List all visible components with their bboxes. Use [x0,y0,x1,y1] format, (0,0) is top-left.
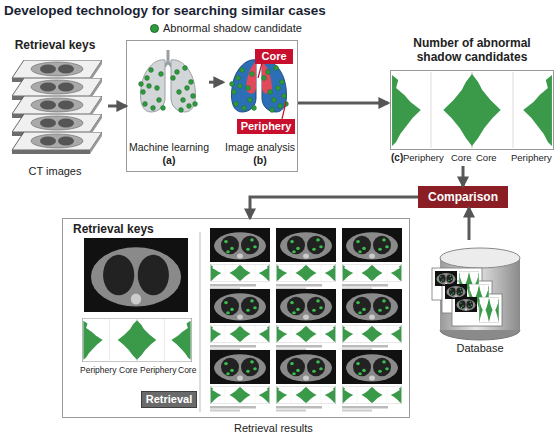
node-text: Periphery [237,119,295,134]
arrow-connector [462,166,465,186]
arrow-connector [468,208,471,240]
label-text: Periphery [140,365,176,375]
arrow-connector [298,102,388,105]
label-text: (c) [391,152,403,163]
node-text: CT images [2,165,108,177]
node-text: Number of abnormal shadow candidates [394,36,550,64]
diagram-title: Developed technology for searching simil… [4,3,326,18]
node-text: Retrieval [142,392,196,407]
label-text: Retrieval results [234,422,313,434]
legend-swatch [150,24,159,33]
histogram-panel: Number of abnormal shadow candidates [388,36,556,166]
node-text: Core [255,49,293,64]
label-text: Periphery [403,152,444,163]
node-text: (a) [129,154,209,166]
node-text: Retrieval keys [73,222,213,236]
periphery-tag: Periphery [237,119,295,134]
comparison-box: Comparison [418,186,508,208]
machine-learning-lungs: Machine learning(a) [129,45,209,169]
node-text: Database [430,342,530,354]
core-tag: Core [255,49,293,64]
legend-text: Abnormal shadow candidate [163,22,302,34]
node-text: Comparison [418,186,508,208]
label-text: Core [451,152,472,163]
label-text: Periphery [511,152,552,163]
ct-image-stack: Retrieval keys CT images [2,38,108,183]
retrieval-button: Retrieval [141,391,197,408]
arrow-connector [209,81,223,84]
node-text: Retrieval keys [2,38,108,52]
arrow-connector [250,197,418,218]
node-text: Machine learning [129,141,209,153]
arrow-connector [108,105,126,108]
analysis-panel: Machine learning(a) Image analysis(b) Core… [126,40,298,172]
label-text: Core [178,365,196,375]
node-text: (b) [223,154,297,166]
database-cylinder: Database [430,240,530,358]
label-text: Periphery [80,365,116,375]
node-text: Image analysis [223,141,297,153]
label-text: Core [119,365,137,375]
label-text: Core [476,152,497,163]
retrieval-panel: Retrieval keysRetrieval [62,218,410,418]
